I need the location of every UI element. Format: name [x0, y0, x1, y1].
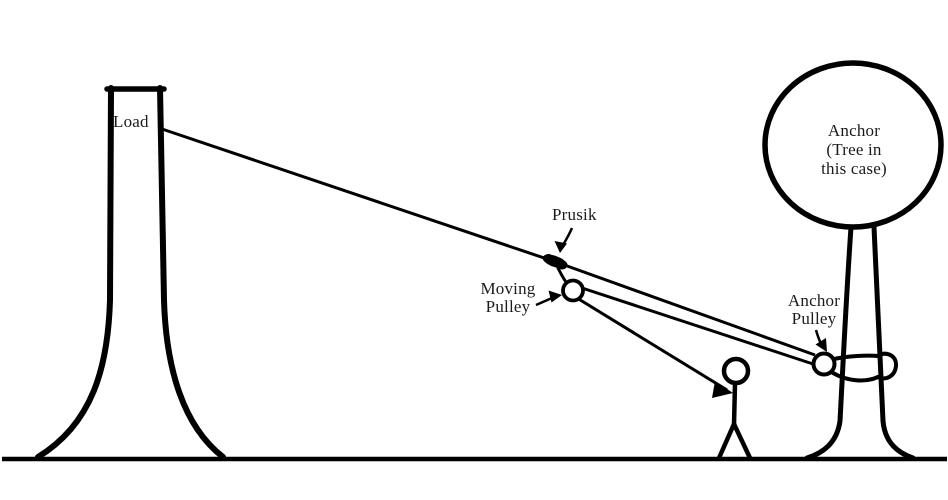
load-label: Load [113, 112, 149, 131]
anchor-tree-trunk-left [804, 224, 854, 461]
person-body [731, 380, 738, 428]
anchor-pulley-pointer-arrow [814, 329, 827, 352]
moving-pulley-label: Moving Pulley [480, 279, 536, 316]
anchor-tree-canopy [762, 60, 944, 230]
anchor-tree-shape [762, 60, 944, 461]
anchor-pulley-label: Anchor Pulley [787, 291, 841, 328]
haul-rope-upper [581, 286, 814, 366]
anchor-tree-label: Anchor (Tree in this case) [821, 121, 887, 178]
person-figure [716, 356, 753, 461]
load-stump-shape [35, 85, 226, 460]
anchor-pulley-circle [811, 351, 837, 377]
haul-rope-arrowhead-icon [712, 381, 733, 398]
moving-pulley-circle [561, 278, 585, 303]
prusik-knot-icon [542, 254, 568, 270]
prusik-pointer-arrow [554, 227, 574, 253]
person-head [721, 356, 751, 386]
person-left-leg [716, 421, 737, 461]
load-stump-right-edge [157, 85, 226, 460]
tree-sling-loop [831, 351, 899, 383]
moving-pulley-pointer-arrow [535, 290, 562, 307]
haul-rope-to-person [576, 296, 728, 392]
prusik-sling [556, 266, 568, 284]
prusik-label: Prusik [552, 205, 597, 224]
person-right-leg [731, 421, 753, 461]
anchor-tree-trunk-right [871, 224, 916, 461]
load-stump-left-edge [35, 85, 114, 460]
main-rope-line [161, 127, 816, 357]
